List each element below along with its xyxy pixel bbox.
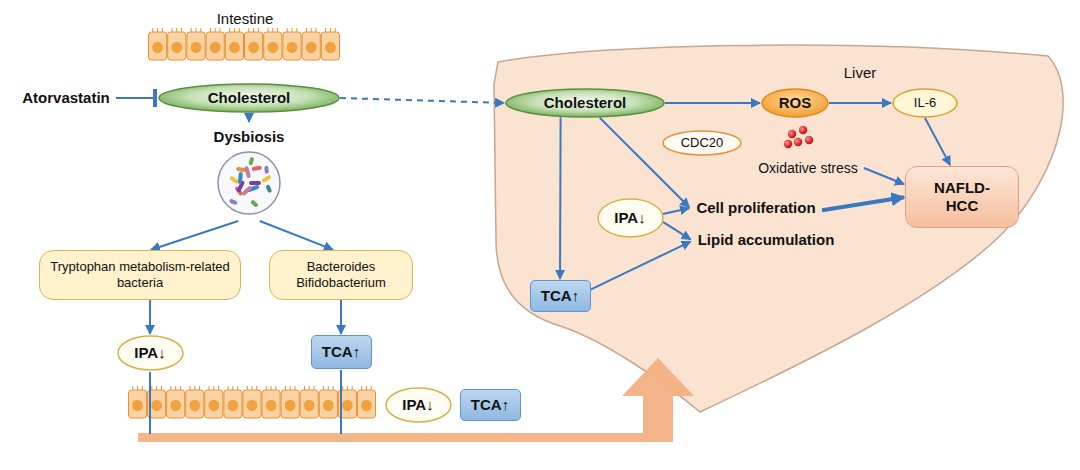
node-text: Oxidative stress: [758, 160, 858, 177]
arrow-connector: [864, 168, 904, 184]
region-label: Liver: [844, 64, 877, 81]
node-text: CDC20: [681, 135, 724, 151]
node-text: Tryptophan metabolism-related bacteria: [50, 259, 230, 290]
process-text: Oxidative stress: [755, 158, 861, 179]
arrow-connector: [665, 102, 760, 104]
metabolite-box: TCA↑: [530, 280, 591, 312]
node-text: IPA↓: [402, 396, 433, 414]
arrow-connector: [600, 118, 690, 208]
arrow-connector: [260, 221, 333, 250]
node-text: Cholesterol: [544, 94, 627, 112]
node-text: IL-6: [914, 95, 936, 111]
ros-dot: [784, 140, 792, 148]
metabolite-box: TCA↑: [460, 389, 521, 421]
ros-ellipse: ROS: [761, 88, 829, 118]
transport-line: [150, 370, 341, 434]
inhibition-connector: [116, 97, 155, 99]
cholesterol-ellipse: Cholesterol: [505, 88, 665, 118]
metabolite-ellipse: IPA↓: [385, 387, 452, 423]
node-text: Cholesterol: [208, 89, 291, 107]
cytokine-ellipse: IL-6: [892, 88, 958, 118]
liver-outline: [494, 45, 1063, 412]
node-text: Atorvastatin: [22, 89, 110, 107]
arrow-connector: [663, 208, 689, 214]
arrow-connector: [340, 98, 504, 103]
gene-ellipse: CDC20: [662, 130, 742, 156]
region-label-text: Liver: [844, 64, 877, 81]
epithelium-bottom: [129, 386, 376, 418]
bacteria-box: Bacteroides Bifidobacterium: [269, 250, 413, 300]
process-text: Lipid accumulation: [695, 229, 838, 251]
arrow-connector: [829, 102, 891, 104]
bacteria-box: Tryptophan metabolism-related bacteria: [39, 250, 241, 300]
node-text: TCA↑: [541, 287, 579, 305]
node-text: IPA↓: [134, 344, 165, 362]
cholesterol-ellipse: Cholesterol: [158, 83, 340, 113]
absorption-flow-arrow: [138, 358, 694, 442]
node-text: ROS: [779, 94, 812, 112]
metabolite-ellipse: IPA↓: [597, 198, 664, 238]
node-text: Lipid accumulation: [698, 231, 835, 249]
node-text: Dysbiosis: [214, 128, 285, 146]
node-text: TCA↑: [322, 343, 360, 361]
ros-dot: [788, 130, 796, 138]
outcome-box: NAFLD-HCC: [905, 166, 1019, 228]
arrow-connector: [149, 300, 151, 334]
arrow-connector: [663, 222, 691, 240]
node-text: Cell proliferation: [696, 199, 815, 217]
arrow-connector: [925, 118, 950, 165]
node-text: TCA↑: [471, 396, 509, 414]
arrow-connector: [151, 221, 238, 250]
dysbiosis-node: Dysbiosis: [211, 126, 288, 218]
epithelium-top: [149, 28, 340, 60]
ros-dots: [784, 126, 813, 148]
arrow-connector: [822, 197, 904, 210]
node-text: IPA↓: [614, 209, 645, 227]
ros-dot: [799, 126, 807, 134]
node-text: NAFLD-HCC: [926, 179, 998, 215]
region-label: Intestine: [217, 10, 274, 27]
ros-dot: [805, 136, 813, 144]
drug-label: Atorvastatin: [19, 87, 113, 109]
bacteria-illustration: [216, 150, 282, 216]
arrow-connector: [559, 117, 562, 279]
ros-dot: [794, 138, 802, 146]
metabolite-ellipse: IPA↓: [117, 335, 184, 371]
node-text: Bacteroides Bifidobacterium: [280, 259, 402, 290]
metabolite-box: TCA↑: [311, 335, 372, 369]
arrow-connector: [591, 242, 691, 290]
region-label-text: Intestine: [217, 10, 274, 27]
process-text: Cell proliferation: [693, 197, 819, 219]
arrow-connector: [248, 113, 250, 122]
arrow-connector: [340, 300, 342, 334]
